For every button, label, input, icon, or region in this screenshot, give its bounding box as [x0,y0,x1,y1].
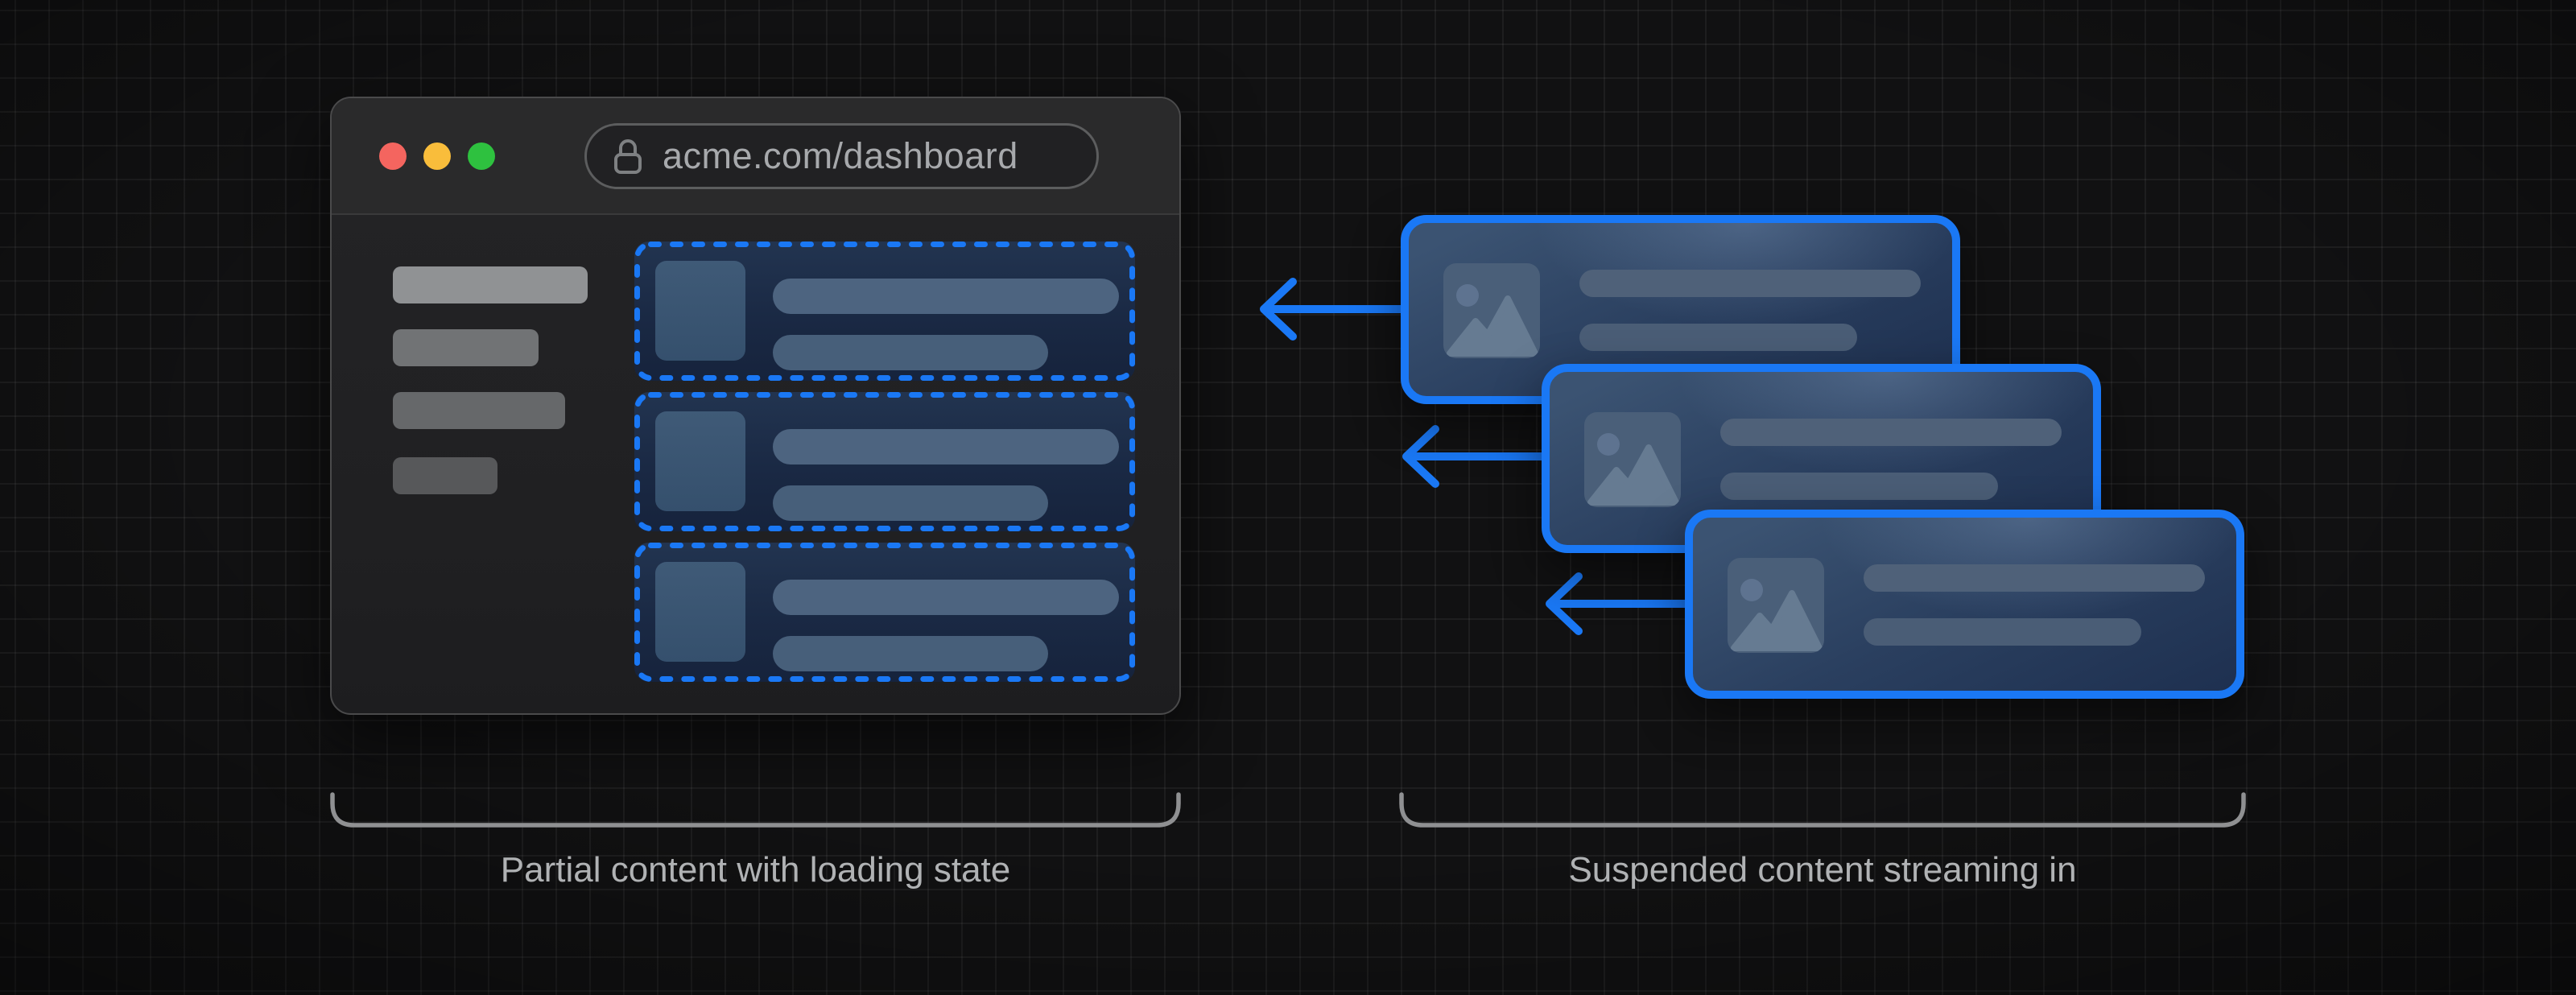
text-line-placeholder [1864,564,2205,592]
text-line-placeholder [1579,270,1921,297]
url-bar[interactable]: acme.com/dashboard [584,123,1099,189]
thumbnail-placeholder [655,562,745,662]
image-placeholder-icon [1447,284,1538,357]
image-placeholder-icon [1587,433,1679,506]
text-line-placeholder [773,485,1048,521]
browser-window: acme.com/dashboard [330,97,1181,715]
caption-left: Partial content with loading state [500,850,1011,890]
image-placeholder-icon [1731,579,1823,651]
text-line-placeholder [773,335,1048,370]
caption-right: Suspended content streaming in [1568,850,2077,890]
stream-card [1685,510,2244,699]
text-line-placeholder [1864,618,2141,646]
image-placeholder [1584,412,1681,507]
traffic-light-minimize[interactable] [423,142,451,170]
lock-icon [613,138,643,175]
traffic-light-zoom[interactable] [468,142,495,170]
window-titlebar: acme.com/dashboard [332,98,1179,215]
thumbnail-placeholder [655,261,745,361]
traffic-light-close[interactable] [379,142,407,170]
suspense-placeholder-card [634,543,1135,682]
bracket-left [330,792,1181,828]
left-arrow-icon [1402,425,1550,488]
text-line-placeholder [773,429,1119,464]
suspense-placeholder-card [634,242,1135,381]
sidebar-skeleton-bar [393,329,539,366]
text-line-placeholder [1720,473,1998,500]
image-placeholder [1728,558,1824,653]
url-text: acme.com/dashboard [663,135,1018,176]
left-arrow-icon [1546,572,1693,635]
text-line-placeholder [1720,419,2062,446]
dashed-border [634,392,1135,531]
text-line-placeholder [773,580,1119,615]
text-line-placeholder [773,636,1048,671]
dashed-border [634,242,1135,381]
image-placeholder [1443,263,1540,358]
suspense-placeholder-card [634,392,1135,531]
left-arrow-icon [1260,278,1409,341]
text-line-placeholder [773,279,1119,314]
sidebar-skeleton-bar [393,266,588,303]
dashed-border [634,543,1135,682]
sidebar-skeleton-bar [393,457,497,494]
bracket-right [1399,792,2246,828]
text-line-placeholder [1579,324,1857,351]
sidebar-skeleton-bar [393,392,565,429]
thumbnail-placeholder [655,411,745,511]
